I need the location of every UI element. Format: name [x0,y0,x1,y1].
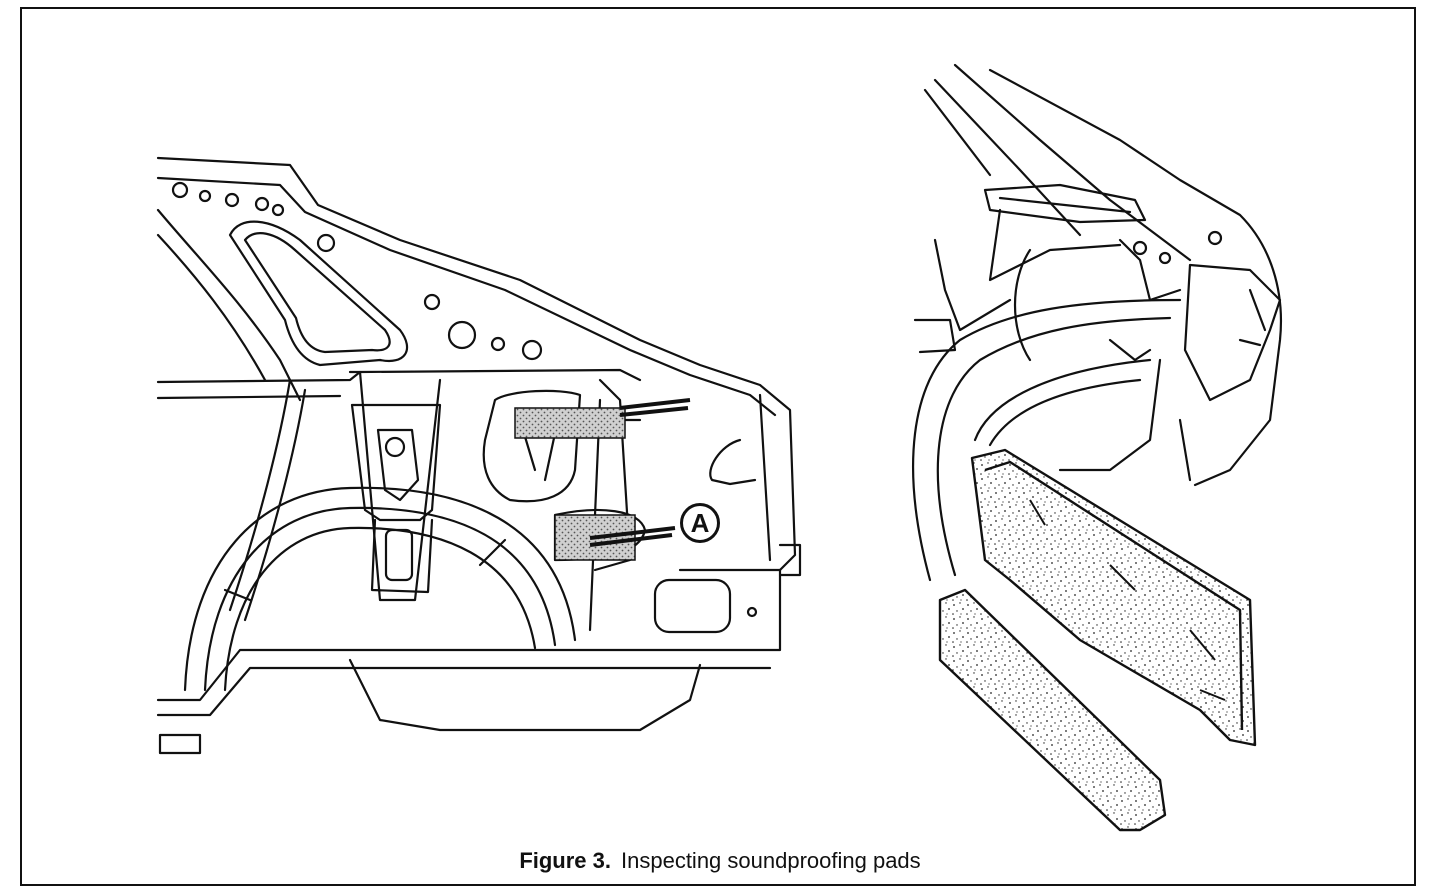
soundproof-pad-lower [554,514,636,561]
soundproof-pads-left [514,407,636,561]
trunk-lid-right-view [912,63,1282,582]
figure-number: Figure 3. [519,848,611,873]
car-body-left-view [156,156,802,755]
trunk-lid-pad-removed [938,588,1167,832]
callout-a: A [680,503,720,543]
soundproof-pad-upper [514,407,626,439]
soundproof-pads-right [938,448,1257,832]
figure-caption: Figure 3. Inspecting soundproofing pads [0,848,1440,874]
leader-arrows [589,398,691,547]
figure-caption-text: Inspecting soundproofing pads [621,848,921,873]
trunk-lid-pad-installed [970,448,1257,747]
figure-frame [20,7,1416,886]
